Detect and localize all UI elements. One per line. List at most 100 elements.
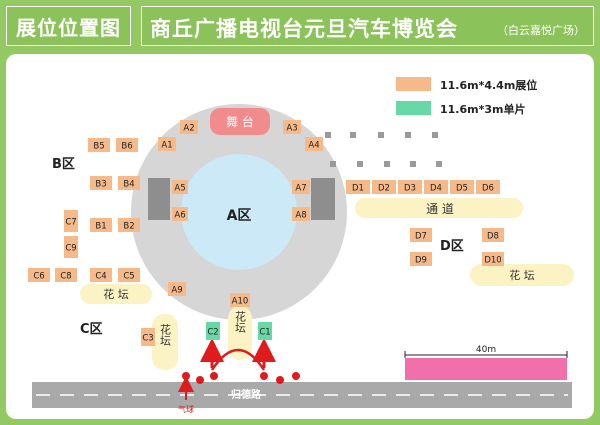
booth-b6: [116, 138, 138, 152]
header-left-box: 展位位置图: [6, 6, 131, 46]
street-label: 归德路: [231, 388, 262, 401]
booth-label-d10: D10: [484, 256, 501, 266]
flower-bed-left: [80, 284, 152, 304]
booth-label-a8: A8: [295, 211, 306, 221]
booth-label-b5: B5: [93, 142, 104, 152]
booth-d8: [482, 228, 504, 242]
walkway: [355, 198, 523, 218]
a-zone-center: [181, 154, 297, 270]
booth-a7: [292, 180, 310, 194]
booth-label-c7: C7: [65, 218, 76, 228]
booth-a6: [172, 207, 188, 221]
booth-d1: [346, 180, 370, 194]
booth-label-d8: D8: [487, 232, 499, 242]
structure-left: [148, 178, 170, 220]
stage-label: 舞 台: [226, 114, 254, 129]
booth-a1: [158, 137, 176, 151]
booth-b3: [90, 176, 112, 190]
flower-bed-c-left: [152, 314, 178, 370]
booth-label-c4: C4: [95, 272, 106, 282]
booth-d9: [410, 252, 432, 266]
zone-c-label: C区: [80, 322, 103, 337]
booth-d7: [410, 228, 432, 242]
booth-a10: [230, 293, 250, 307]
booth-a4: [305, 137, 323, 151]
booth-label-b6: B6: [121, 142, 132, 152]
booth-label-c3: C3: [142, 334, 153, 344]
event-venue: （白云嘉悦广场）: [497, 24, 585, 37]
walkway-label: 通 道: [426, 202, 454, 216]
flower-bed-center: [228, 306, 252, 360]
legend-swatch-single: [396, 101, 431, 115]
booth-label-d3: D3: [404, 184, 416, 194]
zone-a-label: A区: [227, 208, 252, 224]
booth-label-d5: D5: [456, 184, 468, 194]
booth-label-d4: D4: [430, 184, 442, 194]
booth-c5: [118, 268, 140, 282]
booth-label-a6: A6: [174, 211, 185, 221]
booth-label-c6: C6: [33, 272, 44, 282]
booth-c7: [64, 210, 78, 232]
booth-b1: [90, 218, 112, 232]
booth-d6: [476, 180, 500, 194]
booth-label-d6: D6: [482, 184, 494, 194]
flower-bed-left-label: 花 坛: [103, 288, 129, 301]
booth-label-d2: D2: [378, 184, 390, 194]
parking-markers: [325, 132, 442, 167]
booth-label-c1: C1: [259, 328, 270, 338]
booth-label-d9: D9: [415, 256, 427, 266]
booth-a3: [283, 120, 301, 134]
flower-bed-c-left-label: 花坛: [159, 324, 172, 346]
booth-label-b1: B1: [95, 222, 106, 232]
booth-label-b2: B2: [123, 222, 134, 232]
zone-d-label: D区: [440, 239, 464, 254]
flower-bed-right-label: 花 坛: [509, 269, 535, 282]
booth-label-b4: B4: [123, 180, 134, 190]
booth-label-c2: C2: [207, 328, 218, 338]
scale-label: 40m: [476, 345, 496, 355]
scale-bar: [405, 358, 567, 380]
booth-label-a3: A3: [286, 124, 297, 134]
booth-a8: [292, 207, 310, 221]
booth-label-c9: C9: [65, 244, 76, 254]
booth-d2: [372, 180, 396, 194]
booth-a2: [180, 120, 198, 134]
booth-c6: [28, 268, 50, 282]
entrance-arc: [210, 348, 266, 371]
structure-right: [311, 178, 335, 220]
booth-c4: [90, 268, 112, 282]
legend-label-booth: 11.6m*4.4m展位: [440, 78, 537, 92]
map-title-left: 展位位置图: [16, 15, 121, 40]
booth-c9: [64, 236, 78, 258]
booth-c8: [55, 268, 77, 282]
booth-c2: [206, 322, 220, 340]
booth-label-d1: D1: [352, 184, 364, 194]
booth-b5: [88, 138, 110, 152]
booth-c3: [141, 328, 155, 346]
booth-a5: [172, 180, 188, 194]
booth-label-a10: A10: [232, 297, 249, 307]
booth-label-a7: A7: [295, 184, 306, 194]
booth-d3: [398, 180, 422, 194]
booth-b4: [118, 176, 140, 190]
booth-label-a4: A4: [308, 141, 319, 151]
balloon-label: 气球: [178, 404, 194, 414]
booth-d5: [450, 180, 474, 194]
booth-b2: [118, 218, 140, 232]
zone-b-label: B区: [52, 157, 75, 172]
booth-label-a5: A5: [174, 184, 185, 194]
booth-label-a2: A2: [183, 124, 194, 134]
balloon-dots: [182, 372, 300, 384]
booth-c1: [258, 322, 272, 340]
event-title: 商丘广播电视台元旦汽车博览会: [150, 17, 458, 41]
legend-swatch-booth: [396, 77, 431, 91]
booth-label-c5: C5: [123, 272, 134, 282]
stage: [210, 108, 270, 135]
booth-d10: [482, 252, 504, 266]
flower-bed-right: [470, 264, 574, 286]
legend-label-single: 11.6m*3m单片: [440, 102, 525, 116]
booth-a9: [168, 282, 186, 296]
header-right-box: 商丘广播电视台元旦汽车博览会 （白云嘉悦广场）: [141, 6, 594, 46]
